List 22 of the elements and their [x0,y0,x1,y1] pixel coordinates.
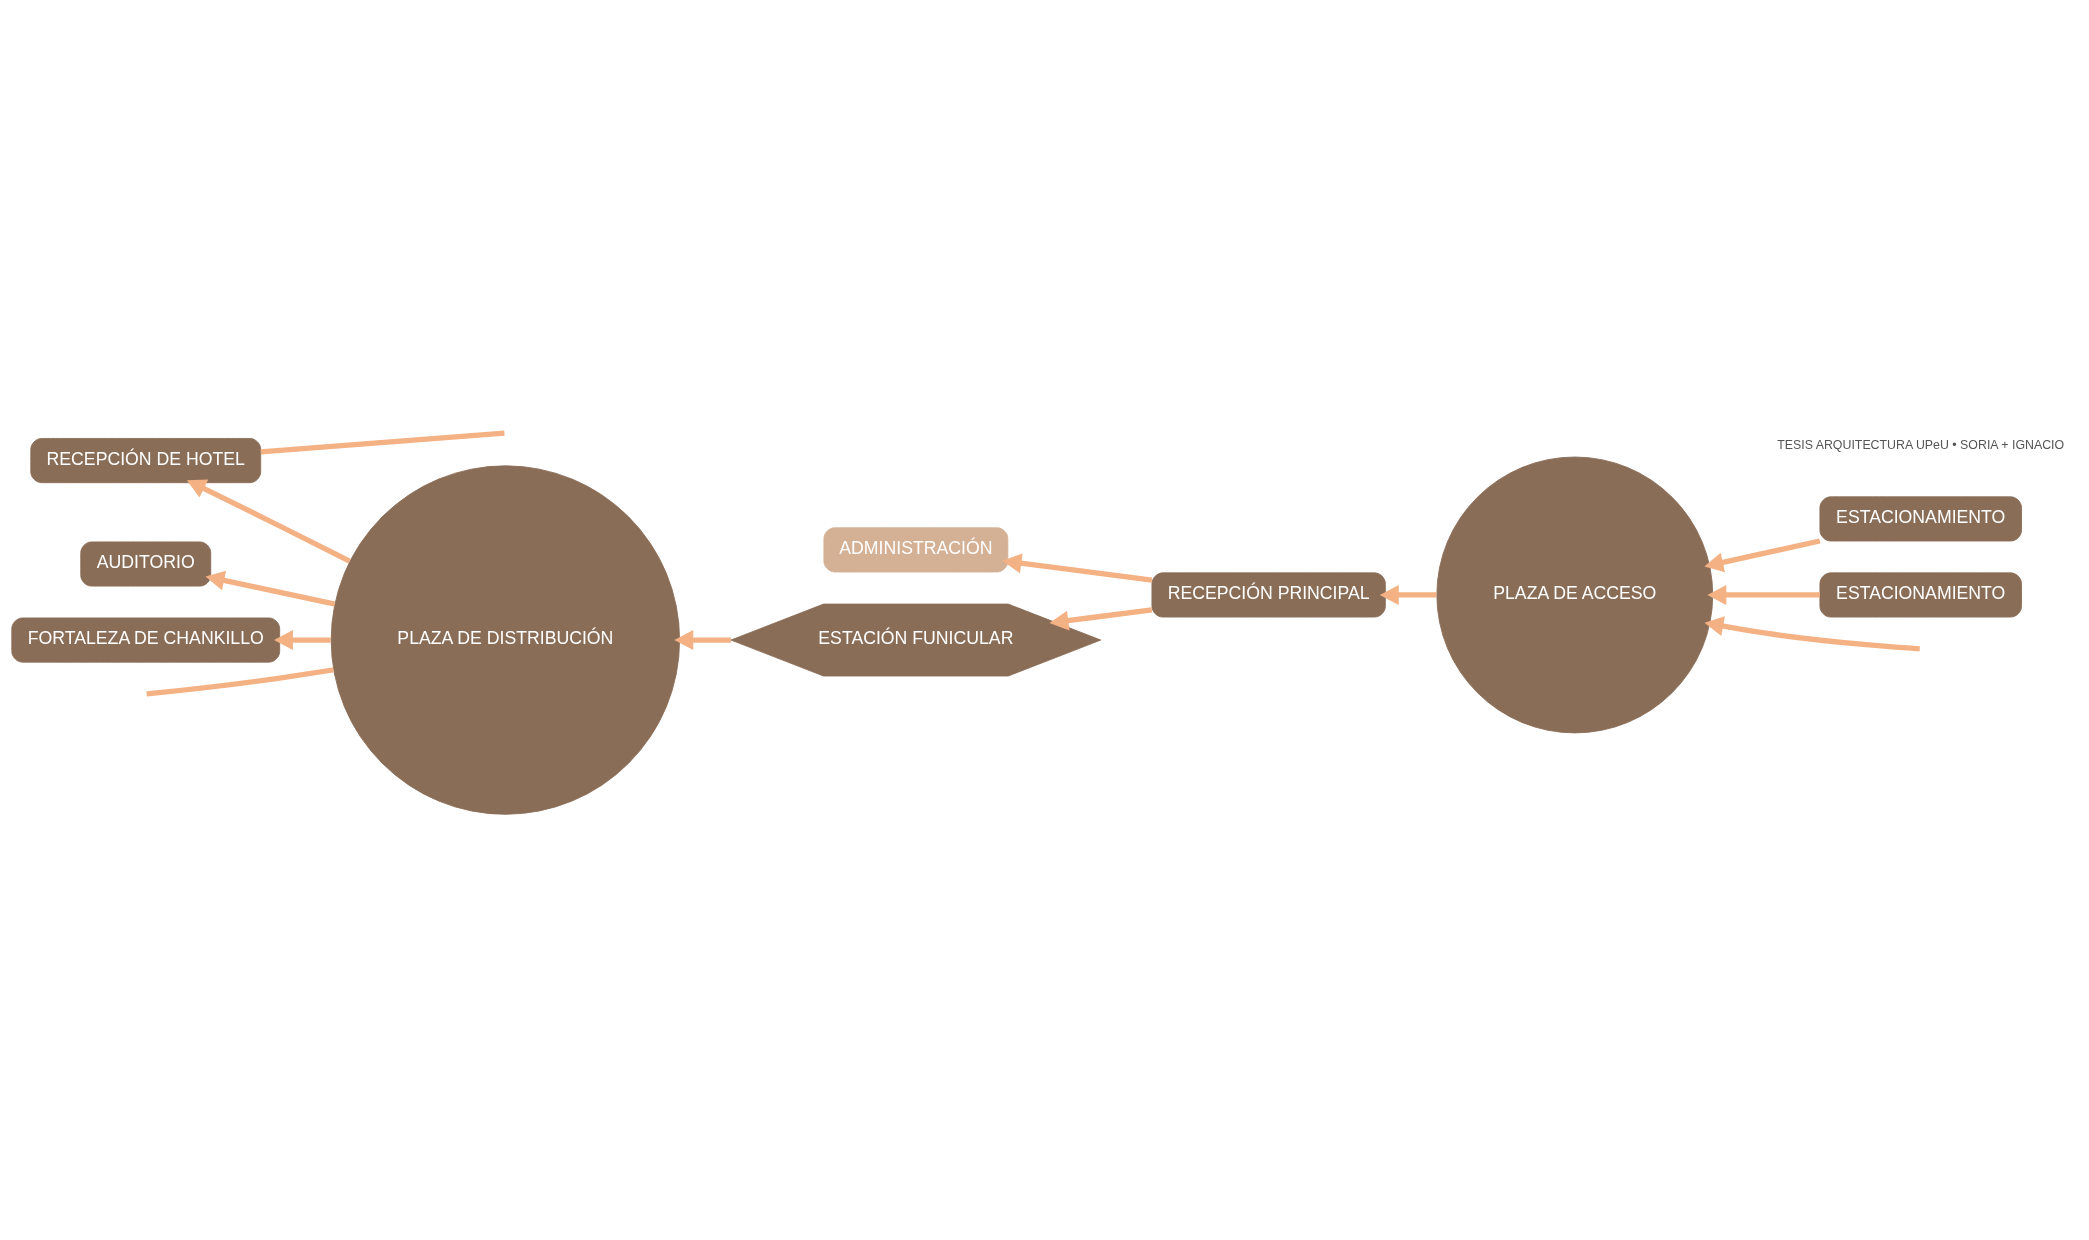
node-box: RECEPCIÓN DE HOTEL [30,437,262,483]
arrow [186,479,351,563]
node-box: RECEPCIÓN PRINCIPAL [1151,571,1386,617]
connector [146,666,334,697]
node-circle: PLAZA DE ACCESO [1436,456,1714,733]
arrow [1704,537,1821,572]
arrow [205,570,336,607]
connector [260,430,505,454]
node-box: AUDITORIO [80,540,212,587]
node-box: ESTACIONAMIENTO [1819,495,2022,541]
node-box: ADMINISTRACIÓN [823,526,1009,572]
arrow [273,629,331,650]
node-box: ESTACIONAMIENTO [1819,571,2022,617]
arrow [1049,606,1153,630]
arrow [1704,615,1920,652]
arrow [1379,584,1437,605]
node-circle: PLAZA DE DISTRIBUCIÓN [330,464,681,815]
arrow [674,629,731,650]
arrow [1002,552,1153,583]
arrow [1707,584,1820,605]
node-box: FORTALEZA DE CHANKILLO [11,617,281,663]
label: TESIS ARQUITECTURA UPeU • SORIA + IGNACIO [1777,437,2065,452]
